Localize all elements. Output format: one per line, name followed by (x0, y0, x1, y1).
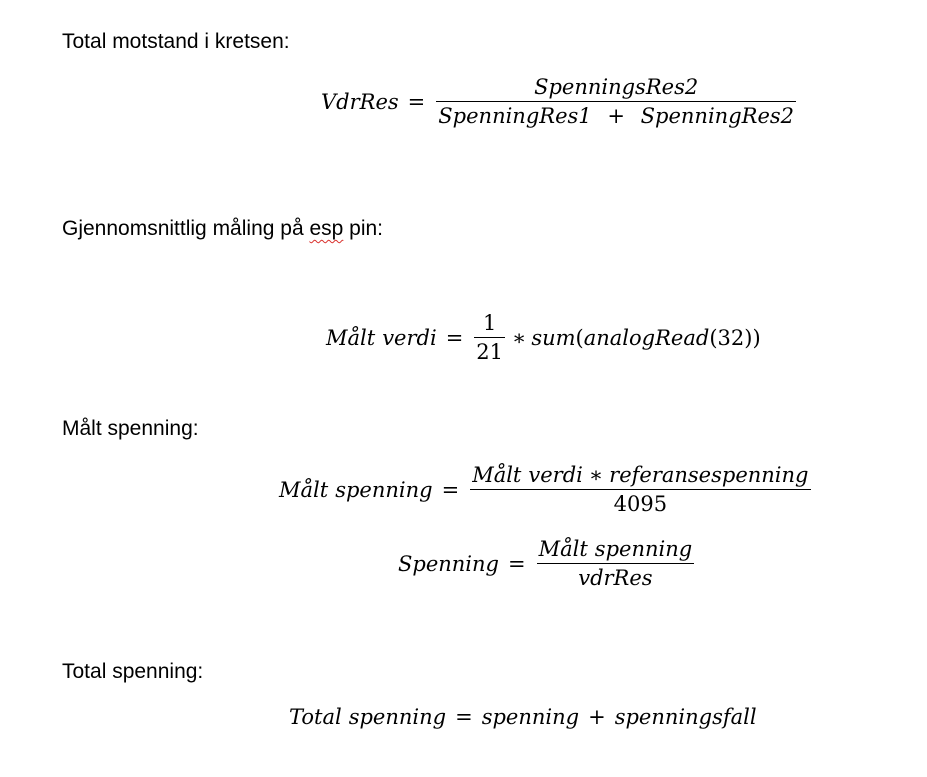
eq-lhs-word2: verdi (382, 325, 437, 350)
eq-equals: = (441, 477, 460, 502)
den-term1: SpenningRes1 (438, 104, 592, 128)
den-plus: + (607, 104, 625, 128)
fraction: SpenningsRes2 SpenningRes1 + SpenningRes… (436, 73, 797, 130)
eq-lhs-word1: Total (289, 705, 342, 729)
fraction-bar (536, 563, 695, 564)
eq-equals: = (455, 705, 473, 729)
fraction-denominator: SpenningRes1 + SpenningRes2 (436, 102, 796, 130)
fraction-bar (474, 337, 506, 338)
spellcheck-word-esp[interactable]: esp (309, 217, 344, 240)
heading-text-1: Gjennomsnittlig måling på (62, 217, 310, 240)
eq-func-analogread: analogRead (583, 325, 710, 350)
num-word3: referansespenning (609, 463, 809, 487)
fraction-bar (436, 101, 797, 102)
eq-equals: = (508, 551, 526, 576)
eq-lhs-word1: Målt (326, 325, 376, 350)
heading-total-resistance: Total motstand i kretsen: (62, 30, 290, 53)
fraction-denominator: vdrRes (578, 566, 653, 590)
heading-average-measurement: Gjennomsnittlig måling på esp pin: (62, 217, 383, 241)
eq-equals: = (407, 89, 426, 114)
fraction-bar (470, 489, 811, 490)
eq-lhs-word2: spenning (348, 705, 447, 729)
fraction-numerator: 1 (482, 311, 497, 335)
heading-text-2: pin: (343, 217, 384, 240)
equation-malt-verdi: Målt verdi = 1 21 ∗ sum ( analogRead ( 3… (326, 309, 761, 366)
eq-paren-open-2: ( (709, 325, 718, 350)
eq-term1: spenning (481, 705, 580, 729)
equation-total-spenning: Total spenning = spenning + spenningsfal… (289, 705, 757, 729)
eq-paren-close: )) (744, 325, 761, 350)
eq-plus: + (588, 705, 606, 729)
fraction-numerator: SpenningsRes2 (534, 75, 699, 99)
eq-paren-open-1: ( (575, 325, 584, 350)
fraction: 1 21 (474, 309, 506, 366)
heading-measured-voltage: Målt spenning: (62, 417, 199, 440)
eq-lhs-word2: spenning (335, 477, 433, 502)
fraction-denominator: 4095 (613, 492, 668, 516)
eq-equals: = (445, 325, 464, 350)
den-term2: SpenningRes2 (640, 104, 795, 128)
num-word2: spenning (594, 537, 693, 561)
num-word1: Målt (538, 537, 588, 561)
eq-lhs: Spenning (398, 551, 499, 576)
eq-func-sum: sum (531, 325, 576, 350)
eq-term2: spenningsfall (614, 705, 757, 729)
heading-total-voltage: Total spenning: (62, 660, 204, 683)
num-times: ∗ (588, 463, 604, 487)
eq-lhs: VdrRes (321, 89, 399, 114)
eq-arg: 32 (717, 325, 745, 350)
num-word2: verdi (528, 463, 583, 487)
eq-times: ∗ (512, 325, 527, 350)
num-word1: Målt (472, 463, 522, 487)
equation-vdrres: VdrRes = SpenningsRes2 SpenningRes1 + Sp… (321, 73, 798, 130)
fraction-denominator: 21 (476, 340, 504, 364)
eq-lhs-word1: Målt (279, 477, 329, 502)
